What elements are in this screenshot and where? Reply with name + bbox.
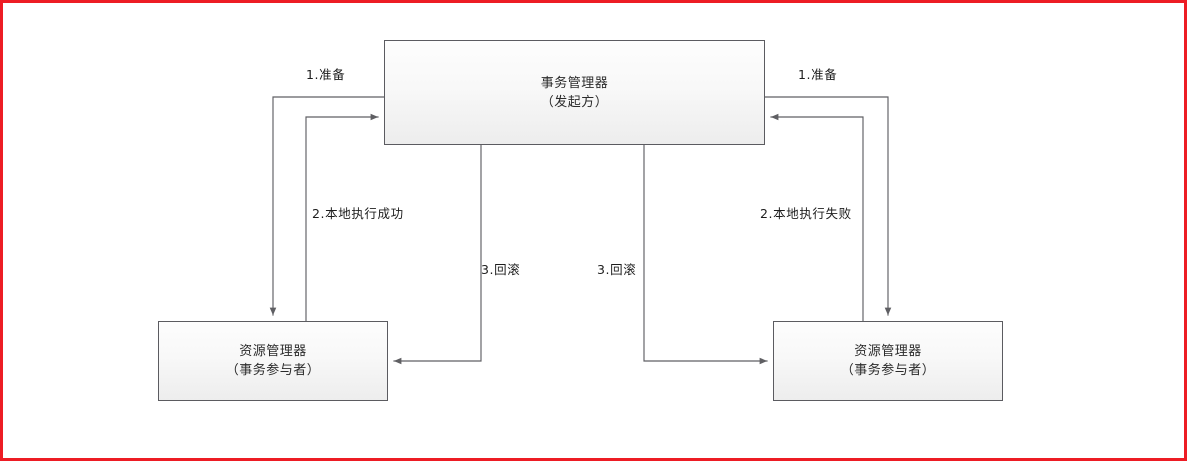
connector-rollback-left [393, 144, 482, 365]
connector-prepare-right [764, 96, 892, 316]
connector-local-failure [770, 113, 864, 322]
edge-label-local-failure: 2.本地执行失败 [760, 206, 852, 221]
connector-local-success [305, 113, 379, 322]
node-resource-manager-left-line2: （事务参与者） [225, 363, 321, 378]
node-transaction-manager-line1: 事务管理器 [540, 75, 609, 91]
connector-prepare-left [269, 96, 385, 316]
node-resource-manager-left-line1: 资源管理器 [239, 344, 307, 359]
node-resource-manager-right-line1: 资源管理器 [854, 344, 922, 359]
node-resource-manager-left[interactable]: 资源管理器 （事务参与者） [158, 321, 388, 401]
node-resource-manager-right[interactable]: 资源管理器 （事务参与者） [773, 321, 1003, 401]
edge-label-rollback-right: 3.回滚 [597, 262, 637, 277]
connector-layer [269, 96, 892, 365]
node-resource-manager-right-line2: （事务参与者） [840, 363, 936, 378]
edge-label-prepare-left: 1.准备 [306, 67, 346, 82]
edge-label-local-success: 2.本地执行成功 [312, 206, 404, 221]
node-transaction-manager-line2: （发起方） [540, 94, 609, 110]
edge-label-rollback-left: 3.回滚 [481, 262, 521, 277]
connector-rollback-right [643, 144, 768, 365]
edge-label-prepare-right: 1.准备 [798, 67, 838, 82]
node-transaction-manager[interactable]: 事务管理器 （发起方） [384, 40, 765, 145]
